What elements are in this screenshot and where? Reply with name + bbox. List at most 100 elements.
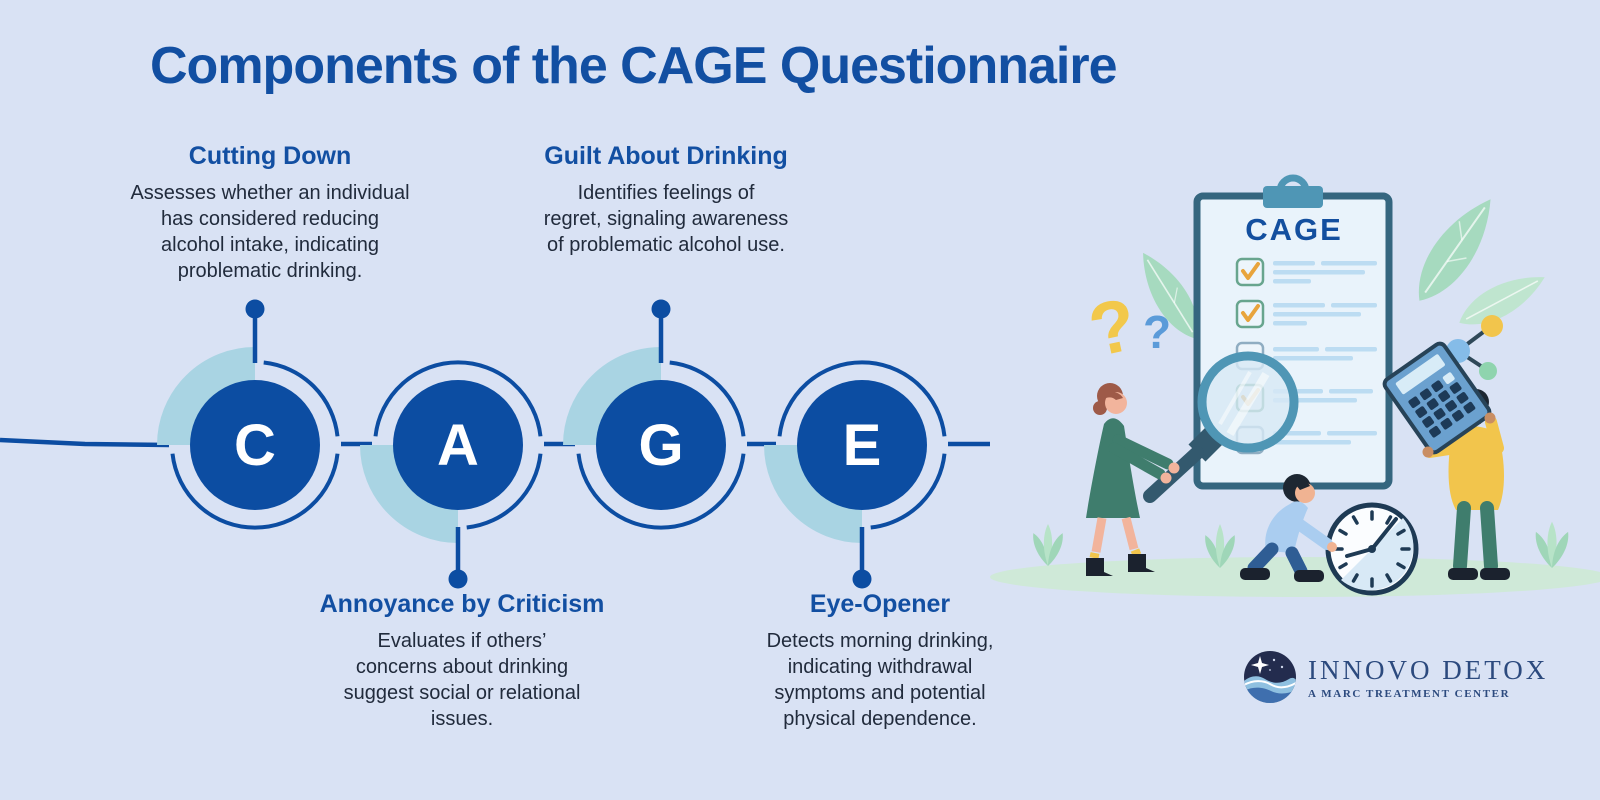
legs: [1453, 501, 1498, 573]
hand: [1168, 462, 1180, 474]
letter-circle: [797, 380, 927, 510]
letter-g: G: [638, 413, 683, 478]
magnifying-glass-icon: [1143, 351, 1299, 503]
decor-arc: [157, 347, 256, 446]
hand: [1160, 472, 1172, 484]
ring-arc: [466, 453, 543, 530]
question-mark-icon: ?: [1082, 282, 1143, 373]
ring-arc: [170, 453, 340, 530]
calculator-buttons: [1408, 372, 1476, 438]
step-description: Assesses whether an individual has consi…: [130, 182, 410, 282]
shoe: [1240, 568, 1270, 580]
letter-c: C: [234, 413, 276, 478]
hand: [1327, 542, 1337, 552]
dress: [1086, 418, 1140, 518]
checklist-row: [1235, 299, 1377, 329]
text-line-bars: [1273, 261, 1377, 284]
ring-arc: [777, 360, 947, 437]
clipboard-title: CAGE: [1245, 212, 1343, 247]
step-block-cutting-down: Cutting Down Assesses whether an individ…: [110, 142, 430, 284]
legs: [1091, 516, 1139, 553]
ring-arc: [373, 360, 543, 437]
calculator-body: [1382, 341, 1492, 455]
step-description: Identifies feelings of regret, signaling…: [543, 182, 789, 256]
step-node-g: G: [563, 299, 746, 530]
share-network-icon: [1446, 315, 1503, 380]
letter-a: A: [437, 413, 479, 478]
clipboard-clip: [1263, 186, 1323, 208]
torso: [1448, 426, 1504, 510]
letter-circle: [190, 380, 320, 510]
arm: [1290, 516, 1333, 550]
step-node-e: E: [764, 360, 947, 589]
step-heading: Annoyance by Criticism: [319, 590, 605, 618]
step-description: Detects morning drinking, indicating wit…: [766, 630, 994, 730]
calculator-screen: [1395, 354, 1445, 395]
crouching-man-figure: [1240, 474, 1337, 582]
boot: [1128, 554, 1155, 572]
ring-arc: [669, 360, 746, 437]
magnifier-handle: [1143, 446, 1204, 503]
grass-tuft-icon: [1033, 521, 1569, 568]
letter-circle: [393, 380, 523, 510]
letter-circle: [596, 380, 726, 510]
hair-fringe: [1292, 478, 1310, 490]
ring-arc: [870, 453, 947, 530]
clock-icon: [1325, 502, 1419, 596]
hand: [1422, 446, 1434, 458]
shoe: [1294, 570, 1324, 582]
decor-arc: [563, 347, 662, 446]
checklist-row: [1235, 257, 1377, 287]
step-block-eye-opener: Eye-Opener Detects morning drinking, ind…: [720, 590, 1040, 732]
text-line-bars: [1273, 347, 1377, 361]
connector-dot: [245, 299, 265, 319]
ring-arc: [576, 453, 746, 530]
step-heading: Guilt About Drinking: [544, 142, 788, 170]
innovo-detox-logo: INNOVO DETOX A MARC TREATMENT CENTER: [1243, 650, 1548, 704]
innovo-detox-logo-icon: [1244, 651, 1296, 703]
step-node-c: C: [157, 299, 340, 530]
step-description: Evaluates if others’ concerns about drin…: [343, 630, 581, 730]
step-heading: Eye-Opener: [809, 590, 951, 618]
standing-man-figure: [1382, 341, 1510, 580]
decor-arc: [764, 444, 863, 543]
logo-name: INNOVO DETOX: [1308, 654, 1549, 685]
step-heading: Cutting Down: [188, 142, 352, 170]
calculator-icon: [1382, 341, 1492, 455]
decor-arc: [360, 444, 459, 543]
step-block-guilt: Guilt About Drinking Identifies feelings…: [506, 142, 826, 258]
legs: [1247, 542, 1308, 578]
page-title: Components of the CAGE Questionnaire: [150, 37, 1117, 95]
hair-bun: [1093, 401, 1107, 415]
minute-hand: [1370, 517, 1398, 551]
clock-ticks: [1333, 510, 1411, 588]
logo-text: INNOVO DETOX A MARC TREATMENT CENTER: [1308, 655, 1548, 700]
ring-arc: [263, 360, 340, 437]
logo-tagline: A MARC TREATMENT CENTER: [1308, 687, 1511, 700]
clock-center: [1368, 545, 1376, 553]
checkmark-icon: [1241, 304, 1260, 322]
arms: [1108, 434, 1174, 480]
boot: [1086, 558, 1113, 576]
hour-hand: [1345, 547, 1374, 558]
hair-fringe: [1106, 391, 1123, 400]
connector-dot: [852, 569, 872, 589]
cage-timeline-diagram: C A G E: [0, 299, 990, 589]
step-node-a: A: [360, 360, 543, 589]
connector-dot: [651, 299, 671, 319]
text-line-bars: [1273, 431, 1377, 445]
text-line-bars: [1273, 303, 1377, 326]
torso: [1265, 501, 1308, 553]
letter-e: E: [843, 413, 882, 478]
shoe: [1448, 568, 1478, 580]
cage-checklist-illustration: ? ? CAGE: [990, 174, 1600, 597]
step-block-annoyance: Annoyance by Criticism Evaluates if othe…: [302, 590, 622, 732]
checkmark-icon: [1241, 262, 1260, 280]
shoe: [1480, 568, 1510, 580]
woman-figure: [1086, 383, 1180, 576]
connector-dot: [448, 569, 468, 589]
hand: [1484, 412, 1496, 424]
clock-shade: [1341, 518, 1414, 591]
question-mark-icon: ?: [1143, 306, 1171, 358]
